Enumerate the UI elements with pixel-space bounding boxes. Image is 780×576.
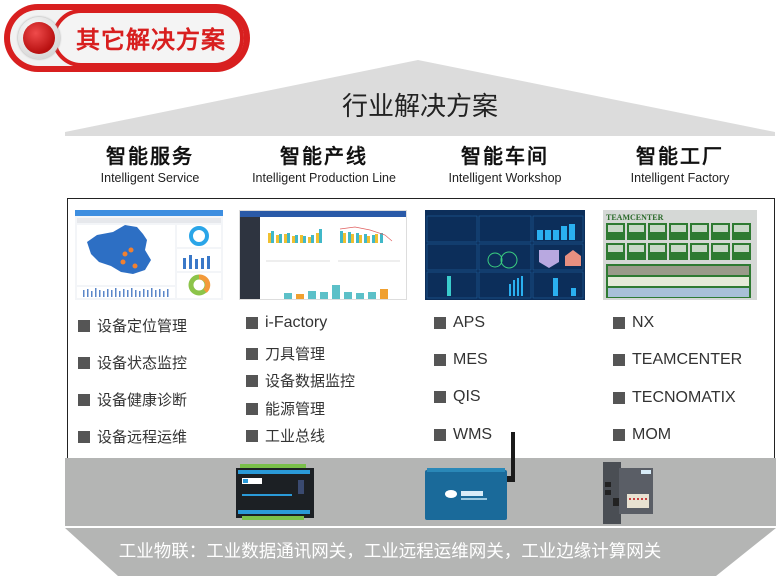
bullet-square-icon bbox=[434, 317, 446, 329]
column-title-cn: 智能车间 bbox=[461, 144, 549, 168]
solutions-frame bbox=[67, 198, 775, 460]
industry-solutions-title: 行业解决方案 bbox=[341, 92, 498, 122]
list-item[interactable]: WMS bbox=[434, 426, 492, 444]
column-title-en: Intelligent Production Line bbox=[252, 171, 396, 185]
list-item[interactable]: MES bbox=[434, 351, 488, 369]
list-item[interactable]: 设备状态监控 bbox=[78, 352, 187, 373]
bullet-square-icon bbox=[246, 317, 258, 329]
screenshot-teamcenter[interactable]: TEAMCENTER bbox=[603, 210, 757, 300]
iot-gateways-caption: 工业物联：工业数据通讯网关，工业远程运维网关，工业边缘计算网关 bbox=[118, 542, 662, 562]
column-header-intelligent-workshop: 智能车间 Intelligent Workshop bbox=[430, 140, 580, 185]
column-title-en: Intelligent Service bbox=[100, 171, 200, 185]
list-item[interactable]: TEAMCENTER bbox=[613, 351, 742, 369]
bullet-square-icon bbox=[246, 374, 258, 387]
teamcenter-graphic: TEAMCENTER bbox=[603, 210, 757, 300]
list-item[interactable]: NX bbox=[613, 314, 654, 332]
list-item[interactable]: 能源管理 bbox=[246, 398, 325, 419]
red-dot-icon bbox=[23, 22, 55, 54]
workshop-dashboard-graphic bbox=[425, 210, 585, 300]
strip-divider bbox=[65, 526, 776, 528]
bullet-square-icon bbox=[434, 429, 446, 441]
bullet-square-icon bbox=[246, 347, 258, 360]
roof-shape bbox=[65, 60, 775, 136]
screenshot-workshop-dashboard[interactable] bbox=[425, 210, 585, 300]
bullet-square-icon bbox=[78, 393, 90, 406]
bottom-banner-shape bbox=[65, 528, 776, 576]
bullet-square-icon bbox=[246, 429, 258, 442]
column-title-cn: 智能产线 bbox=[280, 144, 368, 168]
bullet-square-icon bbox=[613, 429, 625, 441]
bullet-square-icon bbox=[78, 319, 90, 332]
other-solutions-badge[interactable]: 其它解决方案 bbox=[4, 4, 250, 72]
gateway-devices-strip bbox=[65, 458, 776, 526]
list-item[interactable]: 刀具管理 bbox=[246, 343, 325, 364]
list-item[interactable]: 设备远程运维 bbox=[78, 426, 187, 447]
list-item[interactable]: TECNOMATIX bbox=[613, 389, 736, 407]
list-item[interactable]: 设备健康诊断 bbox=[78, 389, 187, 410]
bullet-square-icon bbox=[78, 356, 90, 369]
svg-text:TEAMCENTER: TEAMCENTER bbox=[606, 213, 664, 222]
bullet-square-icon bbox=[613, 354, 625, 366]
list-item[interactable]: 设备数据监控 bbox=[246, 370, 355, 391]
bullet-square-icon bbox=[78, 430, 90, 443]
list-item[interactable]: MOM bbox=[613, 426, 671, 444]
service-dashboard-graphic bbox=[75, 210, 223, 298]
edge-computing-gateway-device[interactable] bbox=[595, 462, 655, 524]
column-title-cn: 智能服务 bbox=[106, 144, 194, 168]
bullet-square-icon bbox=[613, 317, 625, 329]
wireless-remote-gateway-device[interactable] bbox=[423, 432, 523, 522]
list-item[interactable]: APS bbox=[434, 314, 485, 332]
list-item[interactable]: i-Factory bbox=[246, 314, 327, 332]
list-item[interactable]: 工业总线 bbox=[246, 425, 325, 446]
column-title-cn: 智能工厂 bbox=[636, 144, 724, 168]
list-item[interactable]: QIS bbox=[434, 388, 481, 406]
column-header-intelligent-factory: 智能工厂 Intelligent Factory bbox=[605, 140, 755, 185]
bullet-square-icon bbox=[434, 354, 446, 366]
list-item[interactable]: 设备定位管理 bbox=[78, 315, 187, 336]
column-title-en: Intelligent Workshop bbox=[448, 171, 562, 185]
column-header-intelligent-production-line: 智能产线 Intelligent Production Line bbox=[238, 140, 410, 185]
bullet-square-icon bbox=[246, 402, 258, 415]
bullet-square-icon bbox=[613, 392, 625, 404]
production-line-graphic bbox=[240, 211, 406, 299]
badge-label: 其它解决方案 bbox=[76, 26, 226, 54]
screenshot-service-dashboard[interactable] bbox=[75, 210, 223, 300]
column-title-en: Intelligent Factory bbox=[630, 171, 730, 185]
column-header-intelligent-service: 智能服务 Intelligent Service bbox=[75, 140, 225, 185]
bullet-square-icon bbox=[434, 391, 446, 403]
screenshot-production-line-charts[interactable] bbox=[239, 210, 407, 300]
data-gateway-device[interactable] bbox=[232, 462, 322, 522]
